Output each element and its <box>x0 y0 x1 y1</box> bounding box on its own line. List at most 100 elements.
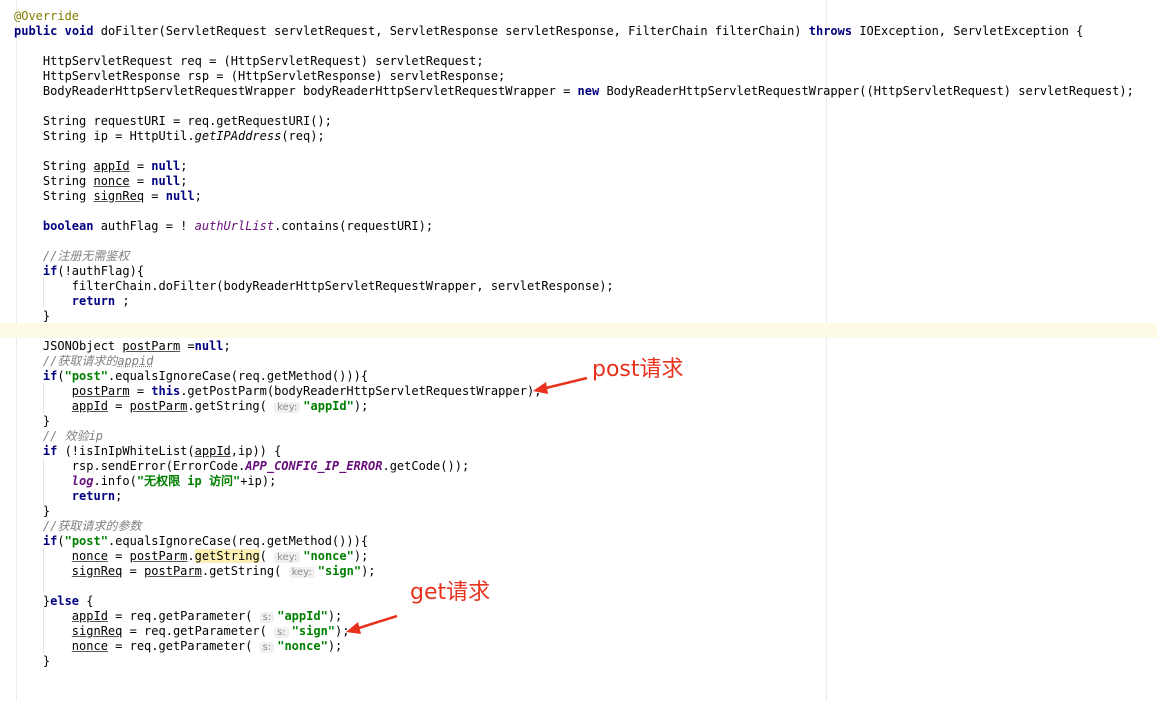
code-line[interactable]: nonce = postParm.getString( key:"nonce")… <box>14 549 1134 564</box>
parameter-hint: s: <box>259 642 275 653</box>
code-token: ( <box>57 369 65 383</box>
code-line[interactable]: if("post".equalsIgnoreCase(req.getMethod… <box>14 534 1134 549</box>
code-token: signReq <box>71 564 123 578</box>
parameter-hint: s: <box>274 627 289 638</box>
code-token: nonce <box>71 639 108 653</box>
code-line[interactable]: appId = req.getParameter( s:"appId"); <box>14 609 1134 624</box>
code-line[interactable]: signReq = req.getParameter( s:"sign"); <box>14 624 1134 639</box>
code-token: postParm <box>122 339 181 353</box>
parameter-hint: key: <box>274 402 301 413</box>
code-token: IOException, ServletException { <box>852 24 1084 38</box>
code-token: "无权限 ip 访问" <box>136 474 241 488</box>
code-token: throws <box>808 24 853 38</box>
code-line[interactable]: if("post".equalsIgnoreCase(req.getMethod… <box>14 369 1134 384</box>
code-token: "nonce" <box>277 639 328 653</box>
code-token: = <box>122 564 145 578</box>
code-line[interactable]: public void doFilter(ServletRequest serv… <box>14 24 1134 39</box>
code-line[interactable]: String ip = HttpUtil.getIPAddress(req); <box>14 129 1134 144</box>
code-token: .getString( <box>201 564 289 578</box>
indent-guide <box>43 458 44 503</box>
code-token: void <box>64 24 94 38</box>
code-token: ; <box>180 159 188 173</box>
code-token: ; <box>223 339 231 353</box>
code-token: nonce <box>71 549 108 563</box>
code-token: ); <box>327 639 343 653</box>
code-token: = req.getParameter( <box>107 609 260 623</box>
code-token: = <box>129 159 152 173</box>
code-token: postParm <box>129 399 188 413</box>
code-line[interactable]: }else { <box>14 594 1134 609</box>
code-token: log <box>71 474 94 488</box>
code-line[interactable]: // 效验ip <box>14 429 1134 444</box>
code-token: .getString( <box>187 399 275 413</box>
code-line[interactable]: if(!authFlag){ <box>14 264 1134 279</box>
code-token: = <box>180 339 195 353</box>
post-request-label: post请求 <box>592 357 684 382</box>
code-token: .contains(requestURI); <box>274 219 434 233</box>
code-token: signReq <box>93 189 145 203</box>
code-token: authFlag = ! <box>93 219 195 233</box>
code-token: if <box>42 444 58 458</box>
code-line[interactable]: JSONObject postParm =null; <box>14 339 1134 354</box>
code-line[interactable]: return ; <box>14 294 1134 309</box>
code-line[interactable]: BodyReaderHttpServletRequestWrapper body… <box>14 84 1134 99</box>
code-token: APP_CONFIG_IP_ERROR <box>245 459 383 473</box>
code-line[interactable]: rsp.sendError(ErrorCode.APP_CONFIG_IP_ER… <box>14 459 1134 474</box>
code-token: } <box>14 414 51 428</box>
code-line[interactable]: String appId = null; <box>14 159 1134 174</box>
code-token: ; <box>115 294 130 308</box>
code-line[interactable]: } <box>14 504 1134 519</box>
code-line[interactable]: //获取请求的appid <box>14 354 1134 369</box>
code-line[interactable]: } <box>14 414 1134 429</box>
code-token: = <box>129 174 152 188</box>
code-line[interactable]: boolean authFlag = ! authUrlList.contain… <box>14 219 1134 234</box>
code-line[interactable]: } <box>14 309 1134 324</box>
code-token: "post" <box>64 534 108 548</box>
code-token: //注册无需鉴权 <box>14 249 130 263</box>
code-token: return <box>71 294 116 308</box>
code-line[interactable]: //获取请求的参数 <box>14 519 1134 534</box>
code-line[interactable]: nonce = req.getParameter( s:"nonce"); <box>14 639 1134 654</box>
code-token: postParm <box>71 384 130 398</box>
code-line[interactable]: String nonce = null; <box>14 174 1134 189</box>
code-token: null <box>151 174 181 188</box>
code-line[interactable]: postParm = this.getPostParm(bodyReaderHt… <box>14 384 1134 399</box>
code-token: .info( <box>93 474 137 488</box>
code-token: ,ip)) { <box>230 444 282 458</box>
code-token: +ip); <box>240 474 277 488</box>
code-token: (!isInIpWhiteList( <box>57 444 195 458</box>
code-token: ); <box>353 549 369 563</box>
post-arrow-icon <box>533 376 588 394</box>
code-token: null <box>194 339 224 353</box>
code-line[interactable]: String signReq = null; <box>14 189 1134 204</box>
code-line[interactable]: return; <box>14 489 1134 504</box>
code-token: ; <box>194 189 202 203</box>
code-line[interactable]: @Override <box>14 9 1134 24</box>
code-line[interactable]: if (!isInIpWhiteList(appId,ip)) { <box>14 444 1134 459</box>
code-token: null <box>165 189 195 203</box>
indent-guide <box>43 278 44 308</box>
code-token: public <box>14 24 58 38</box>
code-line[interactable]: HttpServletRequest req = (HttpServletReq… <box>14 54 1134 69</box>
code-token: rsp.sendError(ErrorCode. <box>14 459 246 473</box>
code-line[interactable]: filterChain.doFilter(bodyReaderHttpServl… <box>14 279 1134 294</box>
code-line[interactable]: HttpServletResponse rsp = (HttpServletRe… <box>14 69 1134 84</box>
code-line[interactable]: //注册无需鉴权 <box>14 249 1134 264</box>
code-line[interactable]: log.info("无权限 ip 访问"+ip); <box>14 474 1134 489</box>
code-token: return <box>71 489 116 503</box>
code-line[interactable]: } <box>14 654 1134 669</box>
code-line[interactable]: appId = postParm.getString( key:"appId")… <box>14 399 1134 414</box>
code-token: postParm <box>129 549 188 563</box>
code-line[interactable]: signReq = postParm.getString( key:"sign"… <box>14 564 1134 579</box>
code-token: BodyReaderHttpServletRequestWrapper body… <box>14 84 578 98</box>
code-token: new <box>577 84 600 98</box>
code-line[interactable]: String requestURI = req.getRequestURI(); <box>14 114 1134 129</box>
code-token: if <box>42 534 58 548</box>
code-token: (req); <box>281 129 325 143</box>
indent-guide <box>43 383 44 413</box>
code-token: .equalsIgnoreCase(req.getMethod())){ <box>107 534 369 548</box>
indent-guide <box>43 548 44 593</box>
code-token: ip <box>88 429 104 443</box>
